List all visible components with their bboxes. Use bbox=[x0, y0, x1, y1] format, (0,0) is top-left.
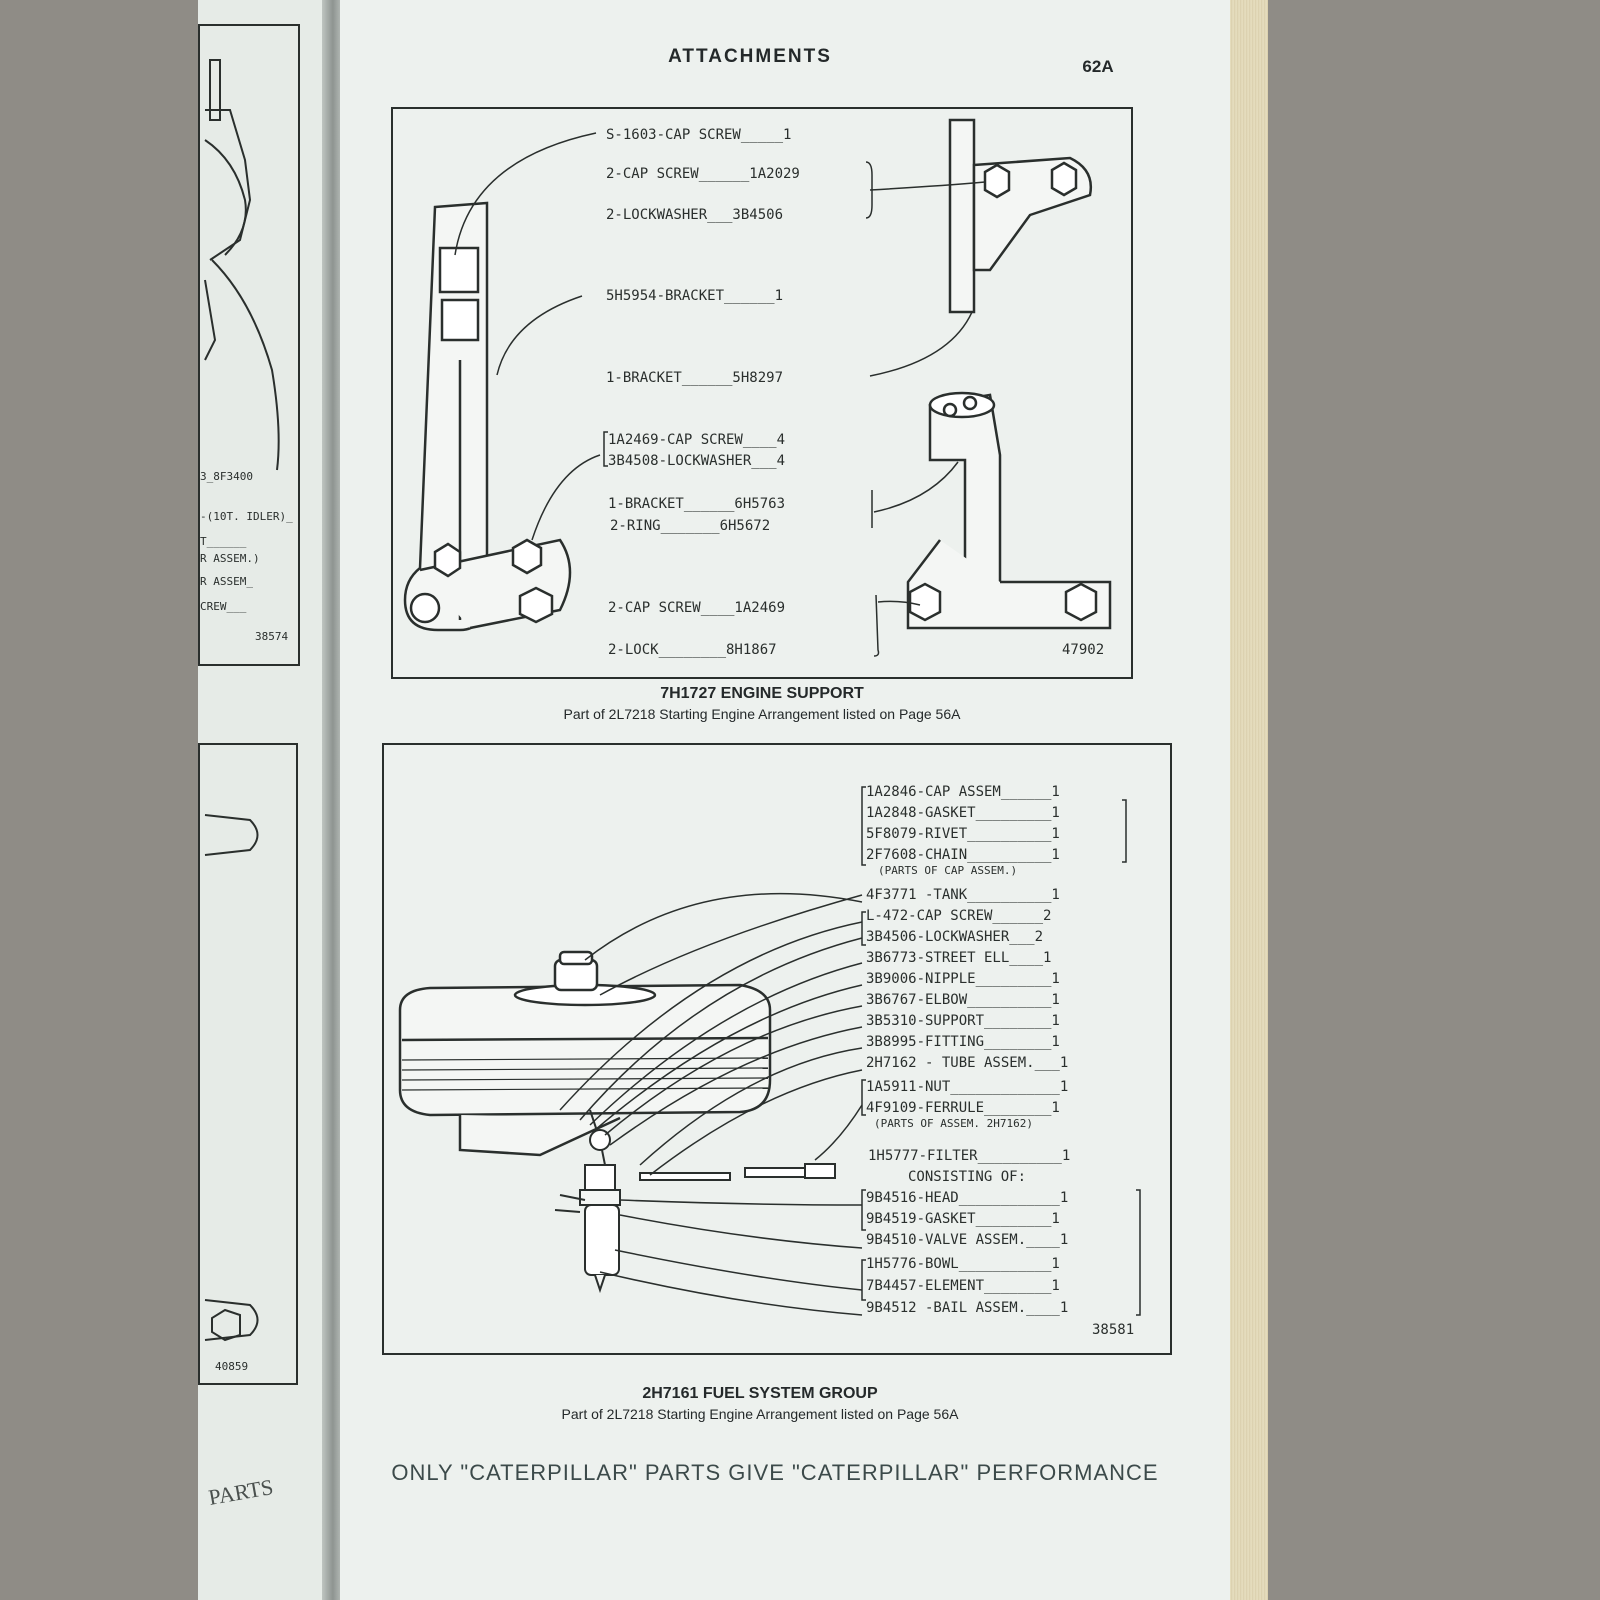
left-label: -(10T. IDLER)_ bbox=[200, 510, 293, 523]
part-label: 9B4519-GASKET_________1 bbox=[866, 1211, 1060, 1227]
part-label: 1-BRACKET______6H5763 bbox=[608, 496, 785, 512]
part-label: 4F3771 -TANK__________1 bbox=[866, 887, 1060, 903]
bracket-5h5954-drawing bbox=[403, 201, 572, 632]
figure-subcaption: Part of 2L7218 Starting Engine Arrangeme… bbox=[562, 1406, 960, 1422]
part-label: 4F9109-FERRULE________1 bbox=[866, 1100, 1060, 1116]
left-figure-number: 38574 bbox=[255, 630, 288, 643]
part-label: L-472-CAP SCREW______2 bbox=[866, 908, 1051, 924]
leader-lines bbox=[454, 132, 986, 657]
figure-caption: 7H1727 ENGINE SUPPORT bbox=[660, 685, 864, 702]
part-label: 2-RING_______6H5672 bbox=[610, 518, 770, 534]
tube-drawing bbox=[204, 814, 259, 1342]
right-page bbox=[340, 0, 1230, 1600]
figure-subcaption: Part of 2L7218 Starting Engine Arrangeme… bbox=[564, 706, 962, 722]
left-label: R ASSEM_ bbox=[200, 575, 253, 588]
part-label: 7B4457-ELEMENT________1 bbox=[866, 1278, 1060, 1294]
part-label: 1-BRACKET______5H8297 bbox=[606, 370, 783, 386]
figure-number: 47902 bbox=[1062, 642, 1104, 658]
left-page-footer: PARTS bbox=[207, 1474, 275, 1510]
part-label: 3B4508-LOCKWASHER___4 bbox=[608, 453, 785, 469]
part-label: 3B5310-SUPPORT________1 bbox=[866, 1013, 1060, 1029]
figure-caption: 2H7161 FUEL SYSTEM GROUP bbox=[642, 1385, 878, 1402]
part-label: 3B9006-NIPPLE_________1 bbox=[866, 971, 1060, 987]
figure-fuel-system: 1A2846-CAP ASSEM______1 1A2848-GASKET___… bbox=[382, 743, 1172, 1355]
part-label: 2-CAP SCREW______1A2029 bbox=[606, 166, 800, 182]
part-label: 3B6773-STREET ELL____1 bbox=[866, 950, 1051, 966]
part-label: 9B4512 -BAIL ASSEM.____1 bbox=[866, 1300, 1068, 1316]
page-footer: ONLY "CATERPILLAR" PARTS GIVE "CATERPILL… bbox=[391, 1460, 1158, 1485]
part-label: 9B4516-HEAD____________1 bbox=[866, 1190, 1068, 1206]
fuel-tank-drawing bbox=[398, 950, 772, 1157]
figure-engine-support: S-1603-CAP SCREW_____1 2-CAP SCREW______… bbox=[391, 107, 1133, 679]
bracket-5h8297-drawing bbox=[948, 118, 1093, 314]
part-label: 2-CAP SCREW____1A2469 bbox=[608, 600, 785, 616]
part-label: 9B4510-VALVE ASSEM.____1 bbox=[866, 1232, 1068, 1248]
left-page bbox=[198, 0, 336, 1600]
left-figure-frame-top bbox=[198, 24, 300, 666]
part-label: 2F7608-CHAIN__________1 bbox=[866, 847, 1060, 863]
part-label: 2-LOCK________8H1867 bbox=[608, 642, 777, 658]
figure-frame bbox=[391, 107, 1133, 679]
leader-lines bbox=[559, 786, 1141, 1316]
left-label: R ASSEM.) bbox=[200, 552, 260, 565]
part-label: 1H5776-BOWL___________1 bbox=[866, 1256, 1060, 1272]
figure-frame bbox=[382, 743, 1172, 1355]
part-label: 1A2469-CAP SCREW____4 bbox=[608, 432, 785, 448]
part-label: 3B8995-FITTING________1 bbox=[866, 1034, 1060, 1050]
page-title: ATTACHMENTS bbox=[668, 46, 832, 67]
part-label: 1A2848-GASKET_________1 bbox=[866, 805, 1060, 821]
part-label: 5H5954-BRACKET______1 bbox=[606, 288, 783, 304]
part-label: 5F8079-RIVET__________1 bbox=[866, 826, 1060, 842]
part-label: 3B4506-LOCKWASHER___2 bbox=[866, 929, 1043, 945]
left-figure-frame-bottom bbox=[198, 743, 298, 1385]
gear-drawing bbox=[204, 59, 280, 471]
part-note: (PARTS OF CAP ASSEM.) bbox=[878, 864, 1017, 877]
fuel-filter-drawing bbox=[554, 1109, 836, 1294]
part-label: 3B6767-ELBOW__________1 bbox=[866, 992, 1060, 1008]
part-label: 2H7162 - TUBE ASSEM.___1 bbox=[866, 1055, 1068, 1071]
part-note: (PARTS OF ASSEM. 2H7162) bbox=[874, 1117, 1033, 1130]
bracket-6h5763-drawing bbox=[906, 391, 1112, 630]
part-note: CONSISTING OF: bbox=[908, 1169, 1026, 1185]
figure-number: 38581 bbox=[1092, 1322, 1134, 1338]
page-number: 62A bbox=[1082, 57, 1113, 76]
left-page-content: 3_8F3400 -(10T. IDLER)_ T______ R ASSEM.… bbox=[198, 24, 300, 1510]
part-label: S-1603-CAP SCREW_____1 bbox=[606, 127, 791, 143]
left-label: T______ bbox=[200, 535, 247, 548]
left-label: 3_8F3400 bbox=[200, 470, 253, 483]
part-label: 1H5777-FILTER__________1 bbox=[868, 1148, 1070, 1164]
left-label: CREW___ bbox=[200, 600, 247, 613]
part-label: 2-LOCKWASHER___3B4506 bbox=[606, 207, 783, 223]
part-label: 1A2846-CAP ASSEM______1 bbox=[866, 784, 1060, 800]
part-label: 1A5911-NUT_____________1 bbox=[866, 1079, 1068, 1095]
page-edges bbox=[1230, 0, 1268, 1600]
left-figure-number: 40859 bbox=[215, 1360, 248, 1373]
